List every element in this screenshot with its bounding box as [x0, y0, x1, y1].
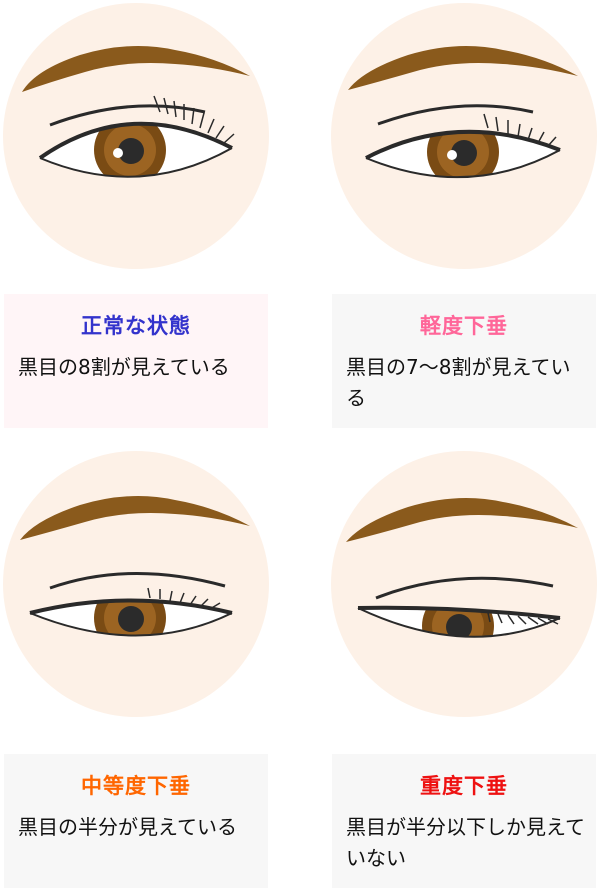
eye-illustration-moderate	[3, 451, 269, 717]
panel-normal: 正常な状態 黒目の8割が見えている	[0, 0, 300, 448]
eye-illustration-normal	[3, 3, 269, 269]
card-description: 黒目の7～8割が見えている	[346, 355, 571, 410]
card-description: 黒目の半分が見えている	[18, 815, 237, 839]
pupil	[446, 614, 472, 637]
upper-lid	[38, 121, 233, 160]
lower-lid	[29, 612, 233, 637]
eye-highlight	[447, 150, 457, 160]
description-card: 軽度下垂 黒目の7～8割が見えている	[332, 294, 596, 428]
panel-severe: 重度下垂 黒目が半分以下しか見えていない	[328, 448, 600, 896]
description-card: 重度下垂 黒目が半分以下しか見えていない	[332, 754, 596, 888]
lower-lid	[357, 607, 561, 638]
eyebrow	[22, 46, 250, 92]
card-description: 黒目の8割が見えている	[18, 355, 230, 379]
lower-lid	[365, 149, 561, 179]
card-description: 黒目が半分以下しか見えていない	[346, 815, 585, 870]
eyelashes	[153, 95, 235, 144]
upper-lid	[29, 598, 233, 615]
lower-lid	[39, 147, 233, 178]
card-title: 軽度下垂	[420, 314, 508, 338]
eyelid-crease	[375, 576, 554, 600]
card-title: 正常な状態	[81, 314, 191, 338]
eyelashes	[147, 587, 221, 610]
eyelashes	[483, 113, 557, 147]
description-card: 中等度下垂 黒目の半分が見えている	[4, 754, 268, 888]
eyelid-crease	[49, 572, 226, 590]
eye-illustration-mild	[331, 3, 597, 269]
eyelashes	[487, 612, 559, 625]
pupil	[451, 140, 477, 166]
eye-highlight	[113, 148, 123, 158]
pupil	[118, 606, 144, 632]
upper-lid	[365, 129, 561, 160]
upper-lid	[357, 605, 561, 620]
eyebrow	[20, 496, 250, 540]
eyebrow	[348, 46, 578, 90]
face-circle	[331, 451, 597, 717]
eyebrow	[346, 498, 578, 542]
description-card: 正常な状態 黒目の8割が見えている	[4, 294, 268, 428]
panel-moderate: 中等度下垂 黒目の半分が見えている	[0, 448, 300, 896]
eyelid-crease	[377, 104, 534, 126]
pupil	[118, 138, 144, 164]
eyelid-crease	[49, 104, 206, 127]
eye-illustration-severe	[331, 451, 597, 717]
panel-mild: 軽度下垂 黒目の7～8割が見えている	[328, 0, 600, 448]
face-circle	[3, 451, 269, 717]
card-title: 中等度下垂	[81, 774, 191, 798]
card-title: 重度下垂	[420, 774, 508, 798]
